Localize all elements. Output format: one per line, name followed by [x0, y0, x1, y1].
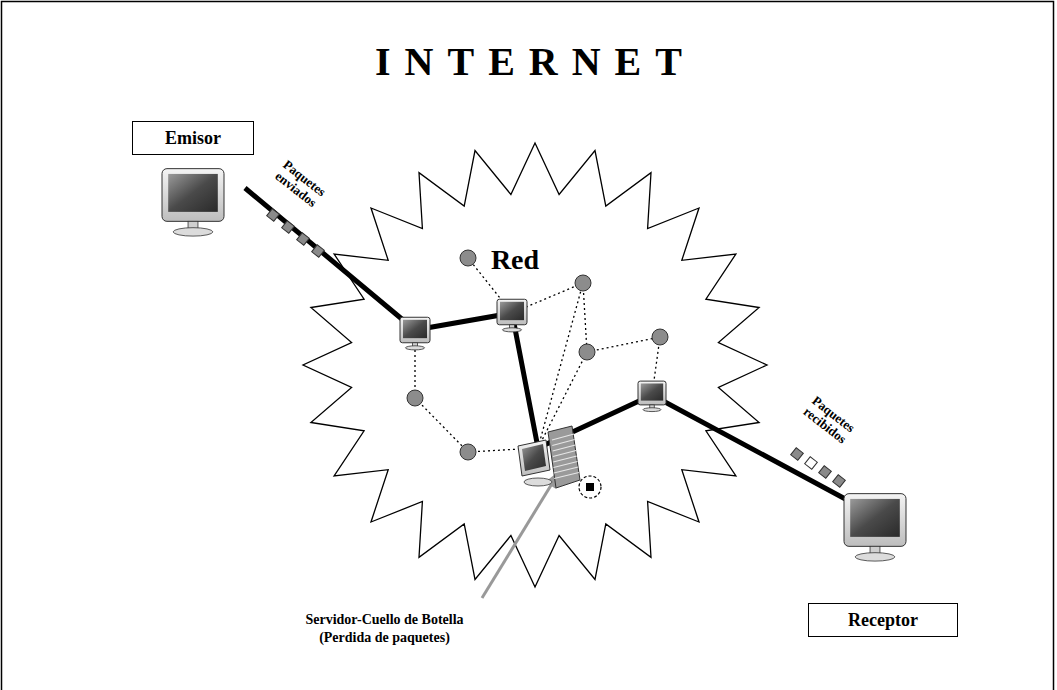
network-node	[407, 390, 423, 406]
packet-received	[833, 475, 846, 488]
lost-packet-slot	[805, 457, 818, 470]
monitor-base	[405, 346, 424, 350]
dotted-link	[587, 337, 660, 352]
server-slot	[552, 434, 574, 440]
server-slot	[554, 473, 579, 479]
monitor-bezel	[497, 299, 527, 325]
server-slot	[554, 467, 578, 473]
packet-sent	[297, 233, 310, 246]
server-monitor	[518, 440, 550, 476]
diagram-title: INTERNET	[0, 38, 1057, 85]
drop-circle	[579, 476, 601, 498]
router	[638, 381, 666, 411]
monitor-bezel	[162, 169, 224, 222]
packets-received-label: Paquetes recibidos	[790, 386, 867, 455]
dotted-link	[583, 283, 587, 352]
network-node	[652, 329, 668, 345]
server-slot	[552, 440, 574, 446]
dotted-link	[415, 398, 468, 452]
network-node	[460, 444, 476, 460]
router	[400, 317, 430, 350]
monitor-base	[855, 553, 895, 561]
network-node	[575, 275, 591, 291]
bottleneck-caption: Servidor-Cuello de Botella (Perdida de p…	[282, 611, 487, 647]
pointer-line	[482, 482, 553, 598]
network-node	[460, 250, 476, 266]
server-slot	[553, 456, 577, 462]
monitor-screen	[850, 499, 900, 537]
main-route	[245, 188, 862, 508]
server-screen	[522, 444, 546, 471]
monitor-base	[173, 228, 213, 236]
bottleneck-server	[518, 426, 580, 488]
dropped-packet	[586, 483, 594, 491]
server-slot	[553, 451, 576, 457]
box-label: Receptor	[848, 610, 918, 631]
server-slot	[553, 445, 576, 451]
label-box: Receptor	[808, 603, 958, 637]
router	[497, 299, 527, 332]
monitor-screen	[403, 320, 427, 338]
monitor-screen	[500, 302, 524, 320]
monitor-screen	[641, 383, 663, 400]
server-slot	[554, 462, 578, 468]
packet-received	[819, 466, 832, 479]
receiver-computer	[844, 494, 906, 561]
monitor-bezel	[638, 381, 666, 405]
server-base	[524, 478, 552, 486]
network-cloud	[303, 143, 767, 587]
network-node	[579, 344, 595, 360]
network-label: Red	[455, 244, 575, 276]
monitor-base	[643, 408, 661, 412]
packet-sent	[267, 209, 280, 222]
dotted-link	[538, 283, 583, 448]
monitor-screen	[168, 174, 218, 212]
packet-sent	[312, 245, 325, 258]
monitor-bezel	[844, 494, 906, 547]
monitor-base	[502, 328, 521, 332]
label-box: Emisor	[132, 121, 254, 155]
box-label: Emisor	[165, 128, 221, 149]
sender-computer	[162, 169, 224, 236]
packet-sent	[282, 221, 295, 234]
packets-sent-label: Paquetes enviados	[261, 150, 338, 219]
server-tower	[548, 426, 580, 488]
monitor-bezel	[400, 317, 430, 343]
packet-received	[791, 448, 804, 461]
